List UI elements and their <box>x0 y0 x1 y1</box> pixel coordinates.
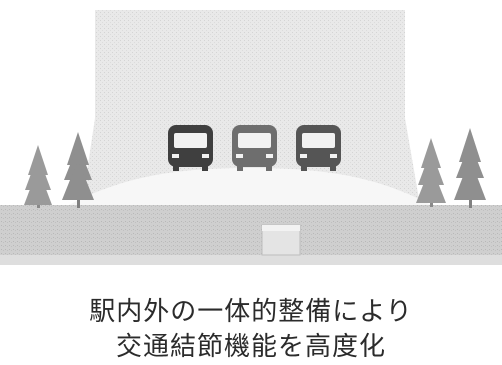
ground-band <box>0 205 502 260</box>
bus-icon <box>296 125 341 171</box>
tree-icon <box>416 138 446 207</box>
caption-line-2: 交通結節機能を高度化 <box>115 332 386 362</box>
underground-passage-roof <box>262 225 300 231</box>
station-plaza <box>60 168 440 210</box>
bus-icon <box>168 125 213 171</box>
ground-shadow <box>0 255 502 265</box>
caption-line-1: 駅内外の一体的整備により <box>89 297 413 327</box>
station-area-illustration <box>0 10 502 265</box>
tree-icon <box>62 132 94 208</box>
tree-icon <box>454 128 486 208</box>
bus-icon <box>232 125 277 171</box>
tree-icon <box>24 145 52 208</box>
